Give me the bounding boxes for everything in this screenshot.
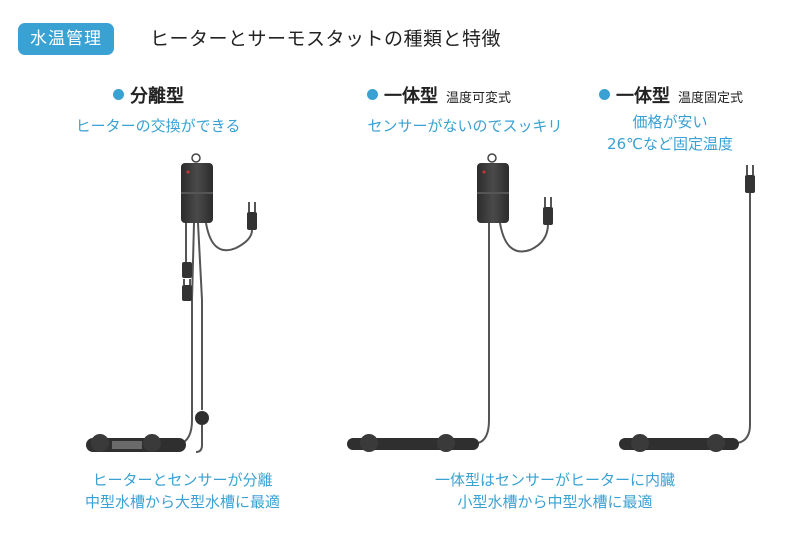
- heading-name: 一体型: [616, 86, 670, 107]
- footer-right-line2: 小型水槽から中型水槽に最適: [457, 493, 653, 511]
- caption-fixed-line2: 26℃など固定温度: [607, 135, 733, 153]
- power-plug-icon: [543, 197, 553, 225]
- heater-tube-icon: [86, 434, 186, 452]
- heading-name: 分離型: [130, 86, 184, 107]
- caption-fixed-line1: 価格が安い: [632, 113, 708, 131]
- heater-tube-icon: [619, 434, 739, 452]
- heading-separate-type: 分離型: [113, 82, 184, 107]
- footer-right-line1: 一体型はセンサーがヒーターに内臓: [434, 471, 675, 489]
- heading-integrated-variable: 一体型 温度可変式: [367, 82, 512, 107]
- section-badge: 水温管理: [18, 23, 114, 55]
- heading-name: 一体型: [384, 86, 438, 107]
- caption-separate: ヒーターの交換ができる: [75, 117, 241, 135]
- bullet-icon: [599, 88, 610, 100]
- heading-sub: 温度固定式: [678, 91, 744, 106]
- connector-icon: [182, 262, 192, 301]
- caption-variable: センサーがないのでスッキリ: [367, 117, 563, 135]
- page-title: ヒーターとサーモスタットの種類と特徴: [150, 28, 502, 50]
- thermostat-controller-icon: [181, 153, 213, 223]
- heater-tube-icon: [347, 434, 479, 452]
- sensor-icon: [195, 411, 209, 453]
- bullet-icon: [367, 88, 378, 100]
- thermostat-controller-icon: [477, 153, 509, 223]
- power-plug-icon: [745, 165, 755, 193]
- bullet-icon: [113, 88, 124, 100]
- heading-sub: 温度可変式: [446, 91, 512, 106]
- heading-integrated-fixed: 一体型 温度固定式: [599, 82, 744, 107]
- power-plug-icon: [247, 202, 257, 230]
- footer-left-line2: 中型水槽から大型水槽に最適: [84, 493, 280, 511]
- footer-left-line1: ヒーターとセンサーが分離: [92, 471, 273, 489]
